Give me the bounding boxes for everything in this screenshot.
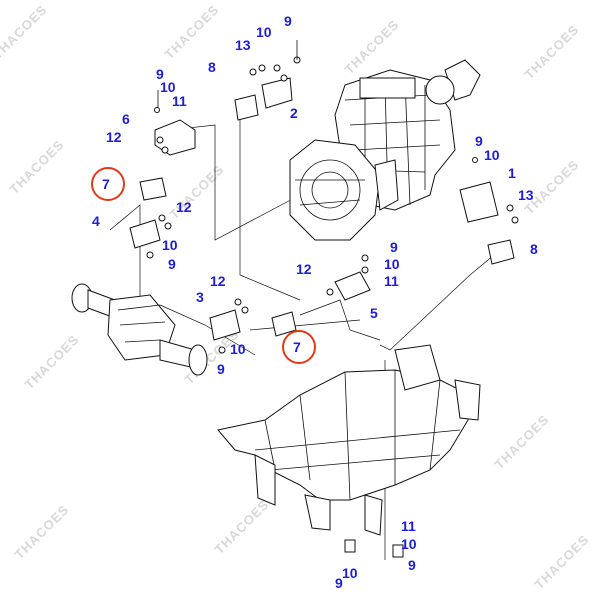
callout-number[interactable]: 8 xyxy=(530,241,538,257)
callout-number[interactable]: 12 xyxy=(296,261,312,277)
engine-assembly xyxy=(289,59,481,241)
watermark-text: THACOES xyxy=(522,22,583,83)
callout-number[interactable]: 7 xyxy=(293,339,301,355)
watermark-text: THACOES xyxy=(162,2,223,63)
watermark-text: THACOES xyxy=(12,502,73,563)
watermark-text: THACOES xyxy=(212,497,273,558)
callout-number[interactable]: 8 xyxy=(208,59,216,75)
engine-mount-brackets-top xyxy=(234,40,301,121)
callout-number[interactable]: 11 xyxy=(401,518,416,534)
callout-number[interactable]: 4 xyxy=(92,213,100,229)
watermark-text: THACOES xyxy=(532,532,593,593)
assembly-guide-lines xyxy=(109,120,501,560)
center-mount-brackets xyxy=(326,254,371,301)
highlight-ring-part-7-mid xyxy=(282,330,316,364)
callout-labels: 9 10 13 8 2 9 10 11 6 12 7 4 12 10 9 9 1… xyxy=(92,13,538,591)
watermark-text: THACOES xyxy=(492,412,553,473)
callout-number[interactable]: 9 xyxy=(217,361,225,377)
watermark-text: THACOES xyxy=(7,137,68,198)
callout-number[interactable]: 5 xyxy=(370,305,378,321)
callout-number[interactable]: 7 xyxy=(102,176,110,192)
callout-number[interactable]: 10 xyxy=(384,256,400,272)
highlight-ring-part-7-left xyxy=(91,167,125,201)
callout-number[interactable]: 9 xyxy=(156,66,164,82)
callout-number[interactable]: 10 xyxy=(484,147,500,163)
callout-number[interactable]: 10 xyxy=(160,79,176,95)
callout-number[interactable]: 9 xyxy=(284,13,292,29)
highlight-rings xyxy=(91,167,316,364)
callout-number[interactable]: 12 xyxy=(210,273,226,289)
rear-axle-assembly xyxy=(71,283,208,376)
callout-number[interactable]: 10 xyxy=(256,24,272,40)
callout-number[interactable]: 13 xyxy=(518,187,534,203)
axle-mount-brackets xyxy=(209,298,297,354)
watermark-text: THACOES xyxy=(342,17,403,78)
callout-number[interactable]: 9 xyxy=(408,557,416,573)
watermark-text: THACOES xyxy=(0,2,50,63)
callout-number[interactable]: 9 xyxy=(168,256,176,272)
callout-number[interactable]: 6 xyxy=(122,111,130,127)
callout-number[interactable]: 10 xyxy=(230,341,246,357)
callout-number[interactable]: 13 xyxy=(235,37,251,53)
callout-number[interactable]: 10 xyxy=(162,237,178,253)
callout-number[interactable]: 10 xyxy=(401,536,417,552)
left-mount-brackets xyxy=(129,90,196,259)
callout-number[interactable]: 11 xyxy=(384,273,399,289)
callout-number[interactable]: 10 xyxy=(342,565,358,581)
right-mount-brackets xyxy=(459,157,519,265)
callout-number[interactable]: 11 xyxy=(172,93,187,109)
callout-number[interactable]: 1 xyxy=(508,165,516,181)
callout-number[interactable]: 9 xyxy=(390,239,398,255)
callout-number[interactable]: 9 xyxy=(475,133,483,149)
callout-number[interactable]: 9 xyxy=(335,575,343,591)
callout-number[interactable]: 3 xyxy=(196,289,204,305)
callout-number[interactable]: 12 xyxy=(106,129,122,145)
callout-number[interactable]: 12 xyxy=(176,199,192,215)
chassis-frame xyxy=(217,344,481,558)
callout-number[interactable]: 2 xyxy=(290,105,298,121)
watermark-text: THACOES xyxy=(22,332,83,393)
